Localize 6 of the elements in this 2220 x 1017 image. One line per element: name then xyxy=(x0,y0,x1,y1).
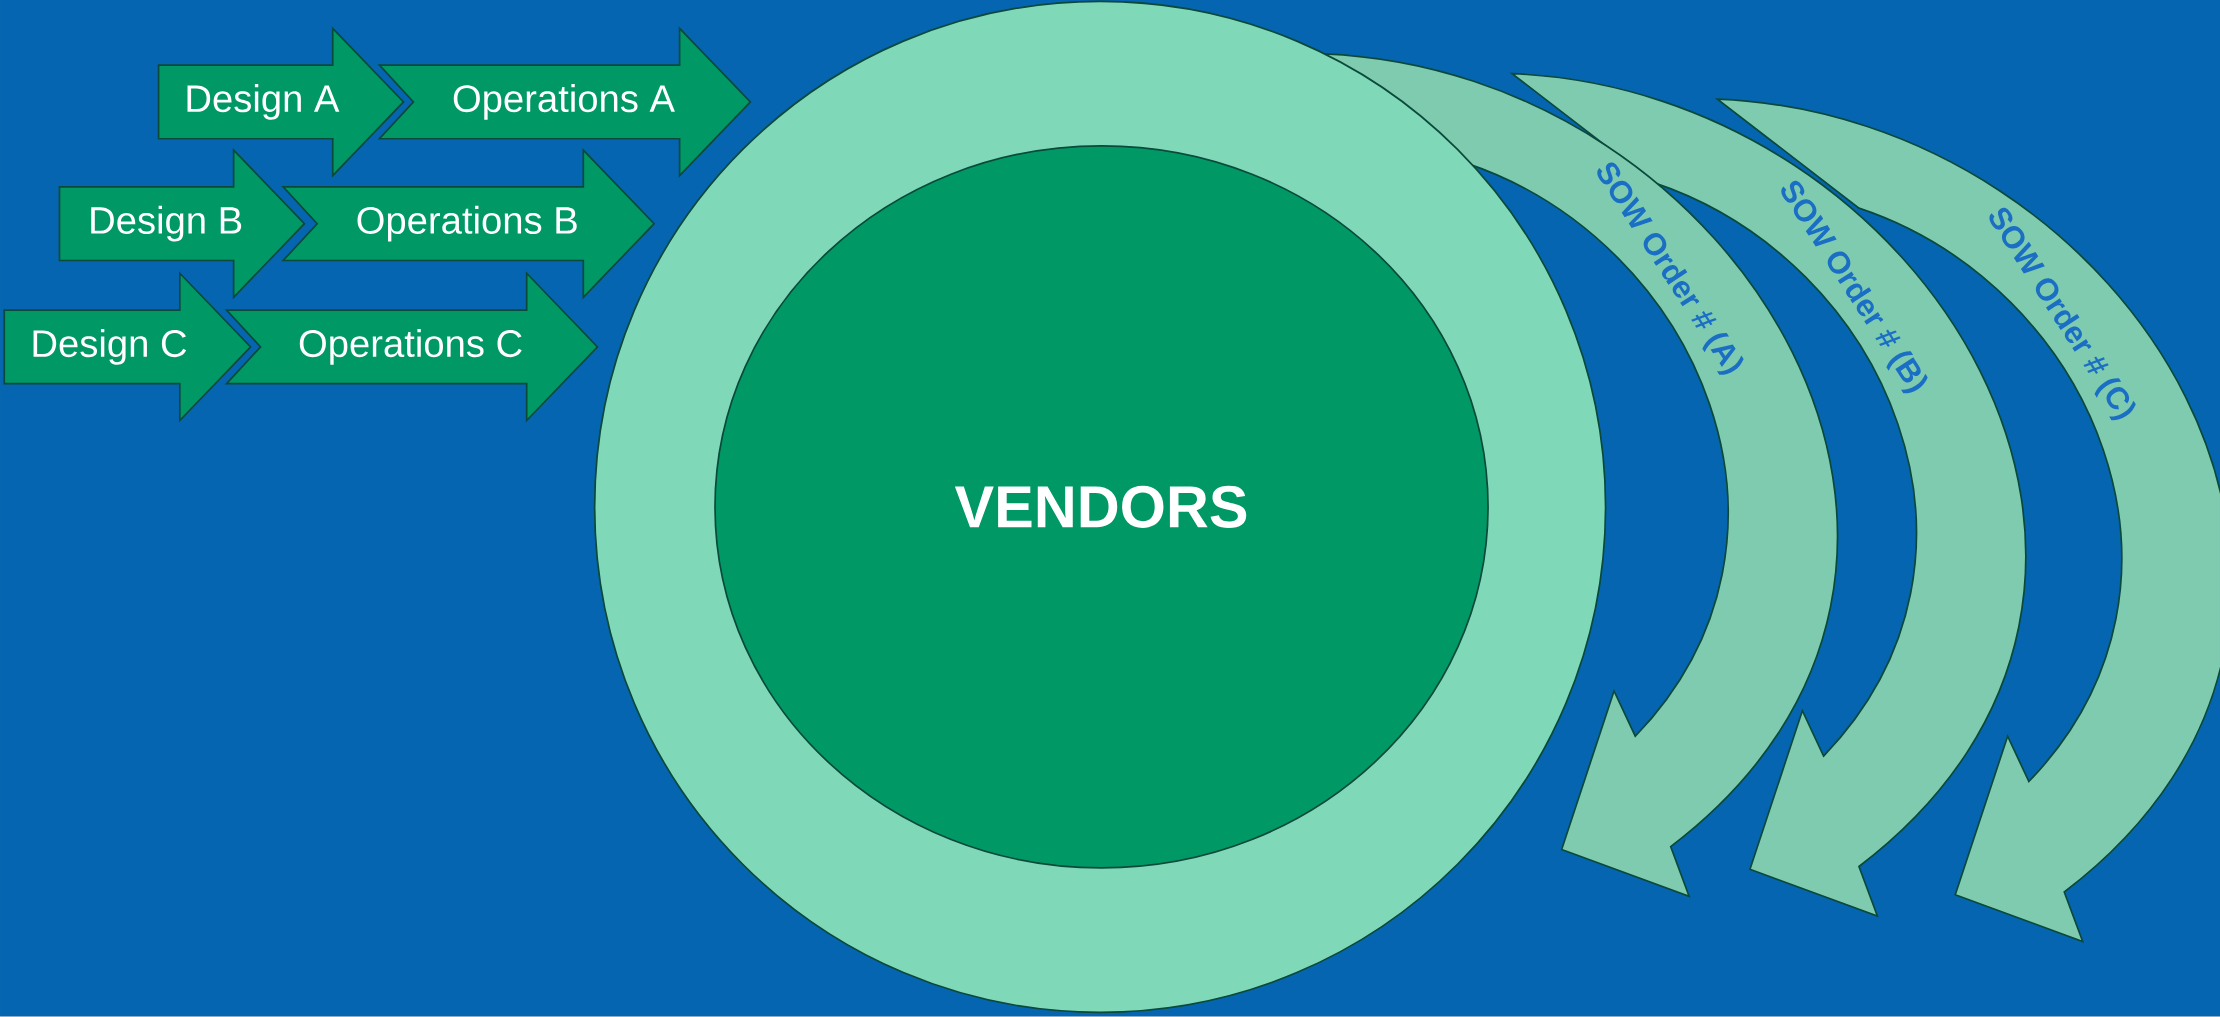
chevron-box: Design B xyxy=(58,148,306,300)
chevron-box: Operations C xyxy=(224,271,599,423)
chevron-box: Design C xyxy=(3,271,252,423)
chevron-box: Operations A xyxy=(377,26,752,178)
chevron-box: Operations B xyxy=(281,148,656,300)
chevron-box: Design A xyxy=(157,26,405,178)
